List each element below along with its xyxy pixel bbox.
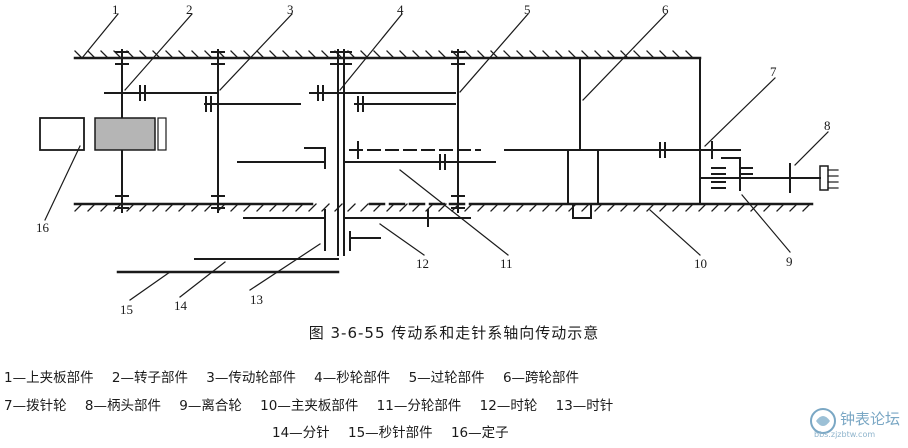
legend-item: 16—定子 xyxy=(450,425,509,441)
legend-item: 2—转子部件 xyxy=(111,370,188,386)
legend-item: 3—传动轮部件 xyxy=(206,370,296,386)
callout-13: 13 xyxy=(250,292,263,307)
legend-item: 10—主夹板部件 xyxy=(260,398,359,414)
figure-caption: 图 3-6-55 传动系和走针系轴向传动示意 xyxy=(308,324,600,342)
legend-item: 6—跨轮部件 xyxy=(502,370,580,386)
callout-8: 8 xyxy=(824,118,831,133)
main-plate xyxy=(73,202,814,212)
upper-plate xyxy=(73,50,702,60)
watermark-url: bbs.zjzbtw.com xyxy=(814,430,876,439)
second-wheel-arbor xyxy=(116,49,456,274)
callout-3: 3 xyxy=(287,2,294,17)
callout-10: 10 xyxy=(694,256,707,271)
callout-4: 4 xyxy=(397,2,404,17)
intermediate-wheel xyxy=(504,57,701,219)
legend-item: 8—柄头部件 xyxy=(84,398,161,414)
leader-lines xyxy=(44,13,829,301)
callout-1: 1 xyxy=(112,2,119,17)
callout-15: 15 xyxy=(120,302,133,317)
legend-item: 1—上夹板部件 xyxy=(4,370,94,386)
callout-14: 14 xyxy=(174,298,188,313)
setting-mechanism xyxy=(699,57,839,205)
callout-6: 6 xyxy=(662,2,669,17)
legend-item: 13—时针 xyxy=(555,398,614,414)
watermark-text: 钟表论坛 xyxy=(840,410,901,428)
legend-item: 7—拨针轮 xyxy=(4,398,67,414)
callout-11: 11 xyxy=(500,256,513,271)
logo-icon xyxy=(810,408,836,434)
watermark-logo: 钟表论坛 bbs.zjzbtw.com xyxy=(806,404,902,444)
callout-7: 7 xyxy=(770,64,777,79)
stator xyxy=(39,117,167,151)
legend-line-3: 14—分针 15—秒针部件 16—定子 xyxy=(272,421,908,441)
legend-item: 15—秒针部件 xyxy=(347,425,433,441)
callout-2: 2 xyxy=(186,2,193,17)
callout-16: 16 xyxy=(36,220,50,235)
callout-12: 12 xyxy=(416,256,429,271)
legend-item: 9—离合轮 xyxy=(179,398,242,414)
gear-train-diagram: 1 2 3 4 5 6 7 8 9 10 11 12 13 14 15 16 xyxy=(36,2,839,317)
center-wheel-arbor xyxy=(451,49,465,213)
legend-line-2: 7—拨针轮 8—柄头部件 9—离合轮 10—主夹板部件 11—分轮部件 12—时… xyxy=(4,394,904,414)
transmission-wheel-arbor xyxy=(159,49,301,213)
legend-item: 4—秒轮部件 xyxy=(314,370,391,386)
legend-item: 12—时轮 xyxy=(479,398,538,414)
legend-item: 14—分针 xyxy=(272,425,330,441)
callout-9: 9 xyxy=(786,254,793,269)
legend-item: 11—分轮部件 xyxy=(376,398,462,414)
minute-hour-wheels xyxy=(343,141,496,251)
legend-line-1: 1—上夹板部件 2—转子部件 3—传动轮部件 4—秒轮部件 5—过轮部件 6—跨… xyxy=(4,366,904,386)
legend-item: 5—过轮部件 xyxy=(408,370,485,386)
callout-5: 5 xyxy=(524,2,531,17)
